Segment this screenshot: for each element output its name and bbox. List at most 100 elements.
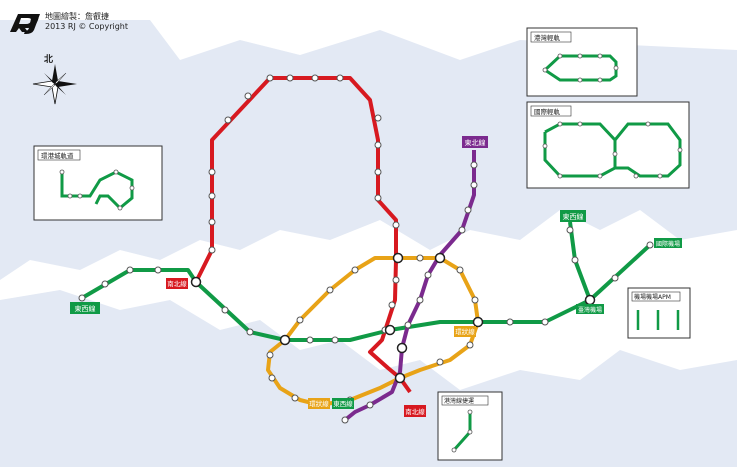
badge-south-north-top[interactable]	[166, 278, 188, 289]
station[interactable]	[129, 185, 135, 191]
station[interactable]	[464, 206, 472, 214]
station[interactable]	[126, 266, 134, 274]
station[interactable]	[113, 169, 119, 175]
interchange-station[interactable]	[279, 334, 291, 346]
station[interactable]	[244, 92, 252, 100]
station[interactable]	[388, 301, 396, 309]
station[interactable]	[404, 321, 412, 329]
station[interactable]	[392, 221, 400, 229]
station[interactable]	[374, 141, 382, 149]
station[interactable]	[597, 173, 603, 179]
station[interactable]	[646, 241, 654, 249]
station[interactable]	[208, 168, 216, 176]
station[interactable]	[286, 74, 294, 82]
station[interactable]	[466, 341, 474, 349]
station[interactable]	[467, 409, 473, 415]
station[interactable]	[336, 74, 344, 82]
station[interactable]	[566, 226, 574, 234]
station[interactable]	[208, 218, 216, 226]
interchange-station[interactable]	[384, 324, 396, 336]
station[interactable]	[224, 116, 232, 124]
interchange-station[interactable]	[394, 372, 406, 384]
badge-airport-terminal-2[interactable]	[654, 238, 682, 248]
station[interactable]	[266, 351, 274, 359]
station[interactable]	[351, 266, 359, 274]
station[interactable]	[613, 65, 619, 71]
station[interactable]	[306, 336, 314, 344]
station[interactable]	[266, 74, 274, 82]
badge-east-west-main[interactable]	[70, 302, 100, 314]
station[interactable]	[470, 161, 478, 169]
station[interactable]	[67, 193, 73, 199]
inset-lrt-west[interactable]: 環港城軌道	[33, 145, 163, 221]
station[interactable]	[612, 151, 618, 157]
station[interactable]	[456, 266, 464, 274]
station[interactable]	[633, 173, 639, 179]
station[interactable]	[657, 173, 663, 179]
badge-ring-right[interactable]	[454, 326, 476, 337]
station[interactable]	[577, 121, 583, 127]
station[interactable]	[424, 271, 432, 279]
station[interactable]	[246, 328, 254, 336]
station[interactable]	[291, 394, 299, 402]
station[interactable]	[331, 336, 339, 344]
station[interactable]	[341, 416, 349, 424]
station[interactable]	[506, 318, 514, 326]
station[interactable]	[451, 447, 457, 453]
station[interactable]	[78, 294, 86, 302]
station[interactable]	[221, 306, 229, 314]
station[interactable]	[101, 280, 109, 288]
station[interactable]	[59, 169, 65, 175]
station[interactable]	[154, 266, 162, 274]
station[interactable]	[471, 296, 479, 304]
badge-east-west-east[interactable]	[560, 210, 586, 222]
station[interactable]	[311, 74, 319, 82]
station[interactable]	[597, 77, 603, 83]
badge-ring-left[interactable]	[308, 398, 330, 409]
interchange-station[interactable]	[396, 342, 408, 354]
station[interactable]	[416, 296, 424, 304]
station[interactable]	[597, 53, 603, 59]
interchange-station[interactable]	[190, 276, 202, 288]
inset-shuttle[interactable]: 港灣線捷運	[437, 391, 503, 461]
station[interactable]	[268, 374, 276, 382]
station[interactable]	[326, 286, 334, 294]
station[interactable]	[611, 274, 619, 282]
station[interactable]	[645, 121, 651, 127]
station[interactable]	[577, 77, 583, 83]
station[interactable]	[208, 192, 216, 200]
station[interactable]	[470, 181, 478, 189]
badge-south-north-bottom[interactable]	[404, 405, 426, 417]
badge-northeast[interactable]	[462, 136, 488, 148]
station[interactable]	[542, 67, 548, 73]
station[interactable]	[557, 173, 563, 179]
station[interactable]	[208, 246, 216, 254]
station[interactable]	[577, 53, 583, 59]
badge-airport-terminal[interactable]	[576, 304, 604, 314]
station[interactable]	[366, 401, 374, 409]
station[interactable]	[296, 316, 304, 324]
interchange-station[interactable]	[472, 316, 484, 328]
station[interactable]	[374, 114, 382, 122]
station[interactable]	[117, 205, 123, 211]
badge-east-west-sub[interactable]	[332, 398, 354, 409]
inset-lrt-north[interactable]: 港灣輕軌	[526, 27, 638, 97]
station[interactable]	[542, 143, 548, 149]
inset-lrt-east[interactable]: 國際輕軌	[526, 101, 690, 189]
station[interactable]	[677, 147, 683, 153]
station[interactable]	[77, 193, 83, 199]
station[interactable]	[557, 53, 563, 59]
station[interactable]	[467, 429, 473, 435]
station[interactable]	[541, 318, 549, 326]
interchange-station[interactable]	[434, 252, 446, 264]
interchange-station[interactable]	[584, 294, 596, 306]
station[interactable]	[416, 254, 424, 262]
interchange-station[interactable]	[392, 252, 404, 264]
station[interactable]	[436, 358, 444, 366]
station[interactable]	[557, 121, 563, 127]
inset-apm[interactable]: 機場機場APM	[627, 287, 691, 339]
station[interactable]	[571, 256, 579, 264]
station[interactable]	[374, 194, 382, 202]
station[interactable]	[374, 168, 382, 176]
station[interactable]	[392, 276, 400, 284]
